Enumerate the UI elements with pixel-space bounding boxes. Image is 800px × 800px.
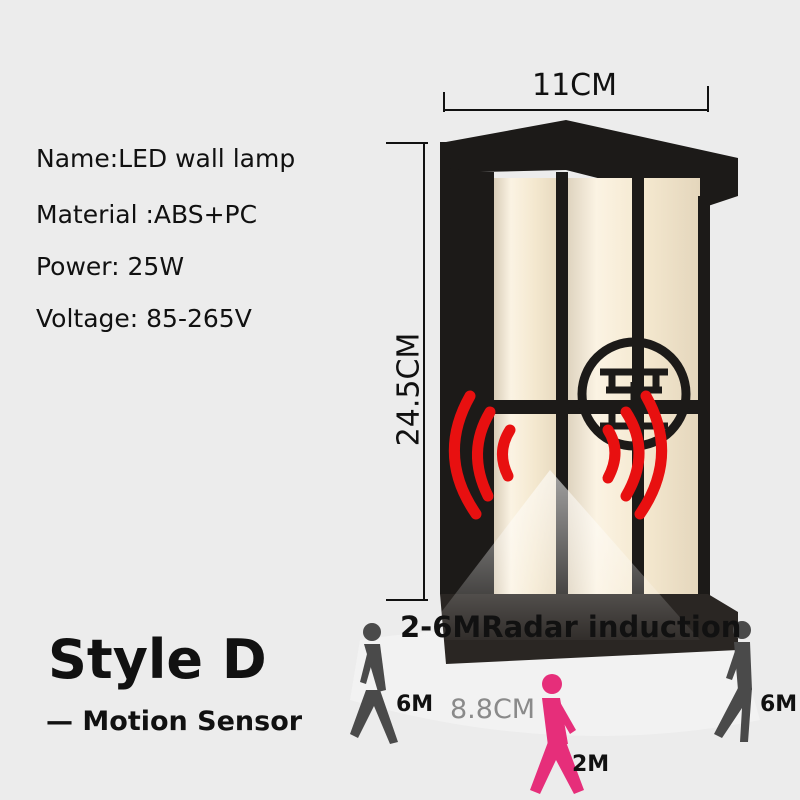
person-left xyxy=(350,623,398,744)
radar-waves-right xyxy=(602,390,667,520)
range-front-label: 2M xyxy=(572,752,610,777)
width-dimension-line xyxy=(443,86,709,112)
person-front xyxy=(530,674,584,794)
height-label: 24.5CM xyxy=(391,332,427,447)
motion-sensor-label: — Motion Sensor xyxy=(46,706,303,737)
spec-material: Material :ABS+PC xyxy=(36,200,258,229)
radar-induction-label: 2-6MRadar induction xyxy=(400,610,742,644)
range-left-label: 6M xyxy=(396,692,434,717)
range-right-label: 6M xyxy=(760,692,798,717)
spec-name: Name:LED wall lamp xyxy=(36,144,296,173)
style-title: Style D xyxy=(48,628,267,691)
person-right xyxy=(714,621,752,742)
width-label: 11CM xyxy=(532,68,618,103)
radar-waves-left xyxy=(449,390,516,520)
sensor-beam xyxy=(420,470,700,640)
height-dimension-line xyxy=(386,142,428,601)
spec-voltage: Voltage: 85-265V xyxy=(36,304,252,333)
depth-label: 8.8CM xyxy=(450,694,536,725)
spec-power: Power: 25W xyxy=(36,252,185,281)
